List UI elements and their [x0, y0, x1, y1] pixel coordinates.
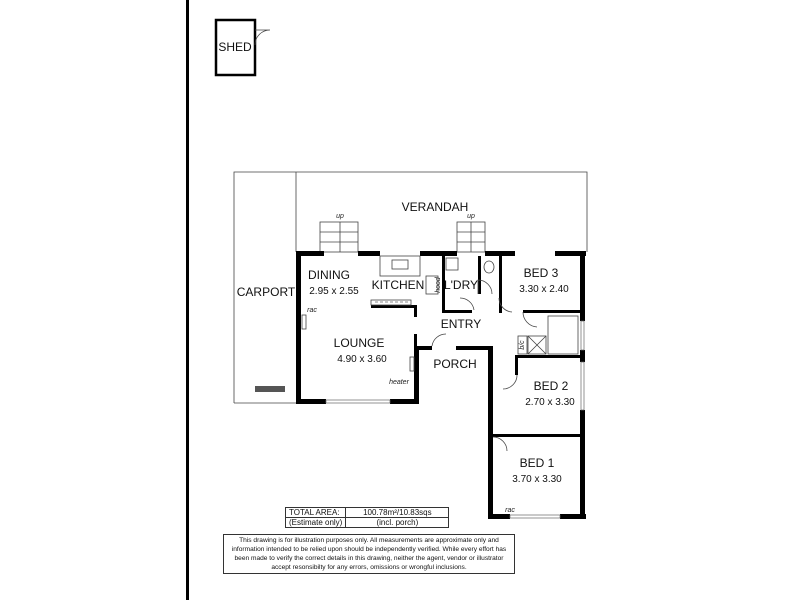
area-value: 100.78m²/10.83sqs — [345, 507, 450, 518]
area-table: TOTAL AREA: 100.78m²/10.83sqs (Estimate … — [284, 507, 450, 528]
verandah-label: VERANDAH — [402, 200, 469, 214]
table-row: (Estimate only) (incl. porch) — [284, 517, 450, 528]
page-border-line — [186, 0, 189, 600]
area-note-label: (Estimate only) — [284, 517, 347, 528]
lounge-size: 4.90 x 3.60 — [337, 354, 387, 365]
bed2-label: BED 2 — [534, 379, 569, 393]
laundry-label: L'DRY — [444, 278, 478, 292]
area-label: TOTAL AREA: — [284, 507, 347, 518]
porch-label: PORCH — [433, 357, 476, 371]
kitchen-label: KITCHEN — [372, 278, 425, 292]
disclaimer: This drawing is for illustration purpose… — [223, 534, 515, 574]
bic-label: b/c — [519, 340, 526, 350]
carport-object — [255, 386, 285, 392]
area-note-value: (incl. porch) — [345, 517, 450, 528]
bed3-size: 3.30 x 2.40 — [519, 284, 569, 295]
walls — [296, 251, 586, 519]
heater-label: heater — [389, 379, 410, 386]
verandah-outline — [233, 171, 588, 404]
rac-label: rac — [505, 507, 515, 514]
steps-right: up — [456, 213, 486, 253]
windows — [325, 320, 585, 519]
linen-cupboard — [517, 335, 528, 355]
bed1-size: 3.70 x 3.30 — [512, 474, 562, 485]
rac-unit — [301, 314, 307, 330]
heater-unit — [409, 356, 415, 372]
toilet-icon — [483, 260, 495, 274]
table-row: TOTAL AREA: 100.78m²/10.83sqs — [284, 507, 450, 518]
shed: SHED — [214, 18, 271, 77]
shed-label: SHED — [218, 40, 252, 54]
kitchen-bench — [379, 255, 421, 277]
lounge-label: LOUNGE — [334, 336, 385, 350]
steps-left: up — [319, 213, 359, 253]
entry-label: ENTRY — [441, 317, 481, 331]
bed2-size: 2.70 x 3.30 — [525, 397, 575, 408]
dining-size: 2.95 x 2.55 — [309, 286, 359, 297]
dining-label: DINING — [308, 268, 350, 282]
shower-icon — [527, 335, 547, 355]
carport-label: CARPORT — [237, 285, 296, 299]
sink-icon — [391, 259, 409, 270]
rac-label: rac — [307, 307, 317, 314]
bed3-label: BED 3 — [524, 266, 559, 280]
trough-icon — [445, 257, 459, 271]
up-label: up — [336, 213, 344, 220]
bath-icon — [547, 315, 579, 355]
up-label: up — [467, 213, 475, 220]
fixtures — [301, 255, 579, 372]
bed1-label: BED 1 — [520, 456, 555, 470]
hood-label: hood — [435, 276, 442, 293]
island-bench — [370, 299, 412, 306]
doors — [431, 279, 538, 452]
cooktop-icon — [425, 275, 439, 295]
